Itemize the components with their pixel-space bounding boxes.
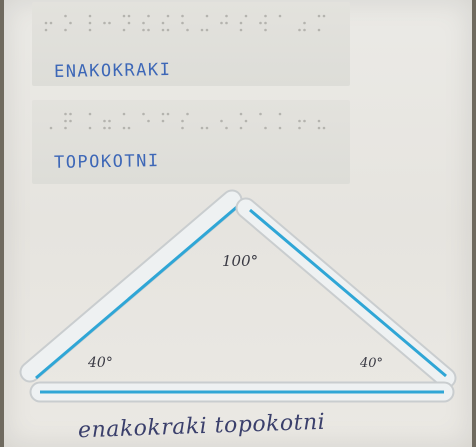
braille-dot <box>186 112 189 116</box>
braille-dot <box>64 14 67 18</box>
braille-strip-top <box>32 2 350 86</box>
braille-dot <box>244 14 248 18</box>
braille-dot <box>147 28 150 32</box>
braille-dot <box>239 28 243 32</box>
braille-dot <box>49 126 53 130</box>
braille-dot <box>103 21 106 25</box>
braille-dot <box>88 126 92 130</box>
braille-dot <box>264 14 267 18</box>
braille-dot <box>122 112 126 116</box>
braille-dot <box>298 28 301 32</box>
braille-dot <box>244 119 248 123</box>
braille-dot <box>49 21 53 25</box>
braille-dot <box>264 28 267 32</box>
braille-dot <box>303 28 306 32</box>
braille-dot <box>122 126 126 130</box>
braille-dot <box>181 126 184 130</box>
braille-dot <box>220 119 223 123</box>
braille-dot <box>225 126 228 130</box>
braille-dot <box>298 119 301 123</box>
braille-dot <box>298 126 301 130</box>
braille-dot <box>44 21 48 25</box>
braille-dot <box>147 119 150 123</box>
braille-dot <box>127 21 131 25</box>
braille-dot <box>108 21 111 25</box>
braille-dot <box>278 126 282 130</box>
braille-dot <box>225 14 228 18</box>
braille-dot <box>69 119 72 123</box>
braille-dot <box>166 14 170 18</box>
braille-dot <box>122 14 126 18</box>
braille-dot <box>205 126 209 130</box>
braille-dot <box>186 28 189 32</box>
braille-dot <box>103 126 106 130</box>
braille-dot <box>264 21 267 25</box>
braille-dot <box>225 21 228 25</box>
braille-dot <box>142 112 145 116</box>
braille-dot <box>127 126 131 130</box>
braille-dot <box>122 28 126 32</box>
braille-strip-bottom <box>32 100 350 184</box>
braille-dot <box>161 28 165 32</box>
braille-dot <box>142 21 145 25</box>
braille-dot <box>166 112 170 116</box>
braille-dot <box>239 21 243 25</box>
braille-dot <box>103 119 106 123</box>
braille-dot <box>142 28 145 32</box>
braille-dot <box>166 28 170 32</box>
braille-dot <box>200 28 204 32</box>
braille-dot <box>239 112 243 116</box>
apex-angle-label: 100° <box>222 252 259 270</box>
braille-dot <box>88 28 92 32</box>
braille-dot <box>317 28 321 32</box>
braille-dot <box>205 28 209 32</box>
braille-dot <box>108 126 111 130</box>
braille-dot <box>127 14 131 18</box>
paper-sheet: ENAKOKRAKI TOPOKOTNI <box>4 0 472 447</box>
braille-dot <box>205 14 209 18</box>
braille-dot <box>317 14 321 18</box>
braille-dot <box>181 14 184 18</box>
braille-dot <box>264 126 267 130</box>
braille-dot <box>239 126 243 130</box>
braille-dot <box>69 21 72 25</box>
braille-dots-bottom <box>49 112 326 130</box>
braille-dot <box>322 14 326 18</box>
braille-dot <box>181 119 184 123</box>
braille-dot <box>88 112 92 116</box>
braille-dot <box>69 112 72 116</box>
braille-dot <box>44 28 48 32</box>
braille-dot <box>64 112 67 116</box>
braille-dot <box>64 126 67 130</box>
braille-dot <box>220 21 223 25</box>
braille-dot <box>259 112 262 116</box>
braille-dot <box>317 119 321 123</box>
straw-left <box>19 189 243 383</box>
left-angle-label: 40° <box>88 355 113 371</box>
braille-dot <box>64 119 67 123</box>
braille-dots-top <box>44 14 326 32</box>
braille-dot <box>64 28 67 32</box>
right-angle-label: 40° <box>360 356 384 371</box>
braille-dot <box>108 119 111 123</box>
braille-dot <box>278 112 282 116</box>
braille-dot <box>317 126 321 130</box>
braille-dot <box>161 119 165 123</box>
braille-dot <box>88 14 92 18</box>
braille-dot <box>200 126 204 130</box>
braille-dot <box>161 112 165 116</box>
braille-dot <box>88 21 92 25</box>
braille-dot <box>181 21 184 25</box>
braille-dot <box>161 21 165 25</box>
straw-right <box>235 197 457 389</box>
braille-dot <box>322 126 326 130</box>
braille-dot <box>303 119 306 123</box>
braille-dot <box>259 21 262 25</box>
braille-dot <box>147 14 150 18</box>
braille-dot <box>278 14 282 18</box>
braille-dot <box>303 21 306 25</box>
